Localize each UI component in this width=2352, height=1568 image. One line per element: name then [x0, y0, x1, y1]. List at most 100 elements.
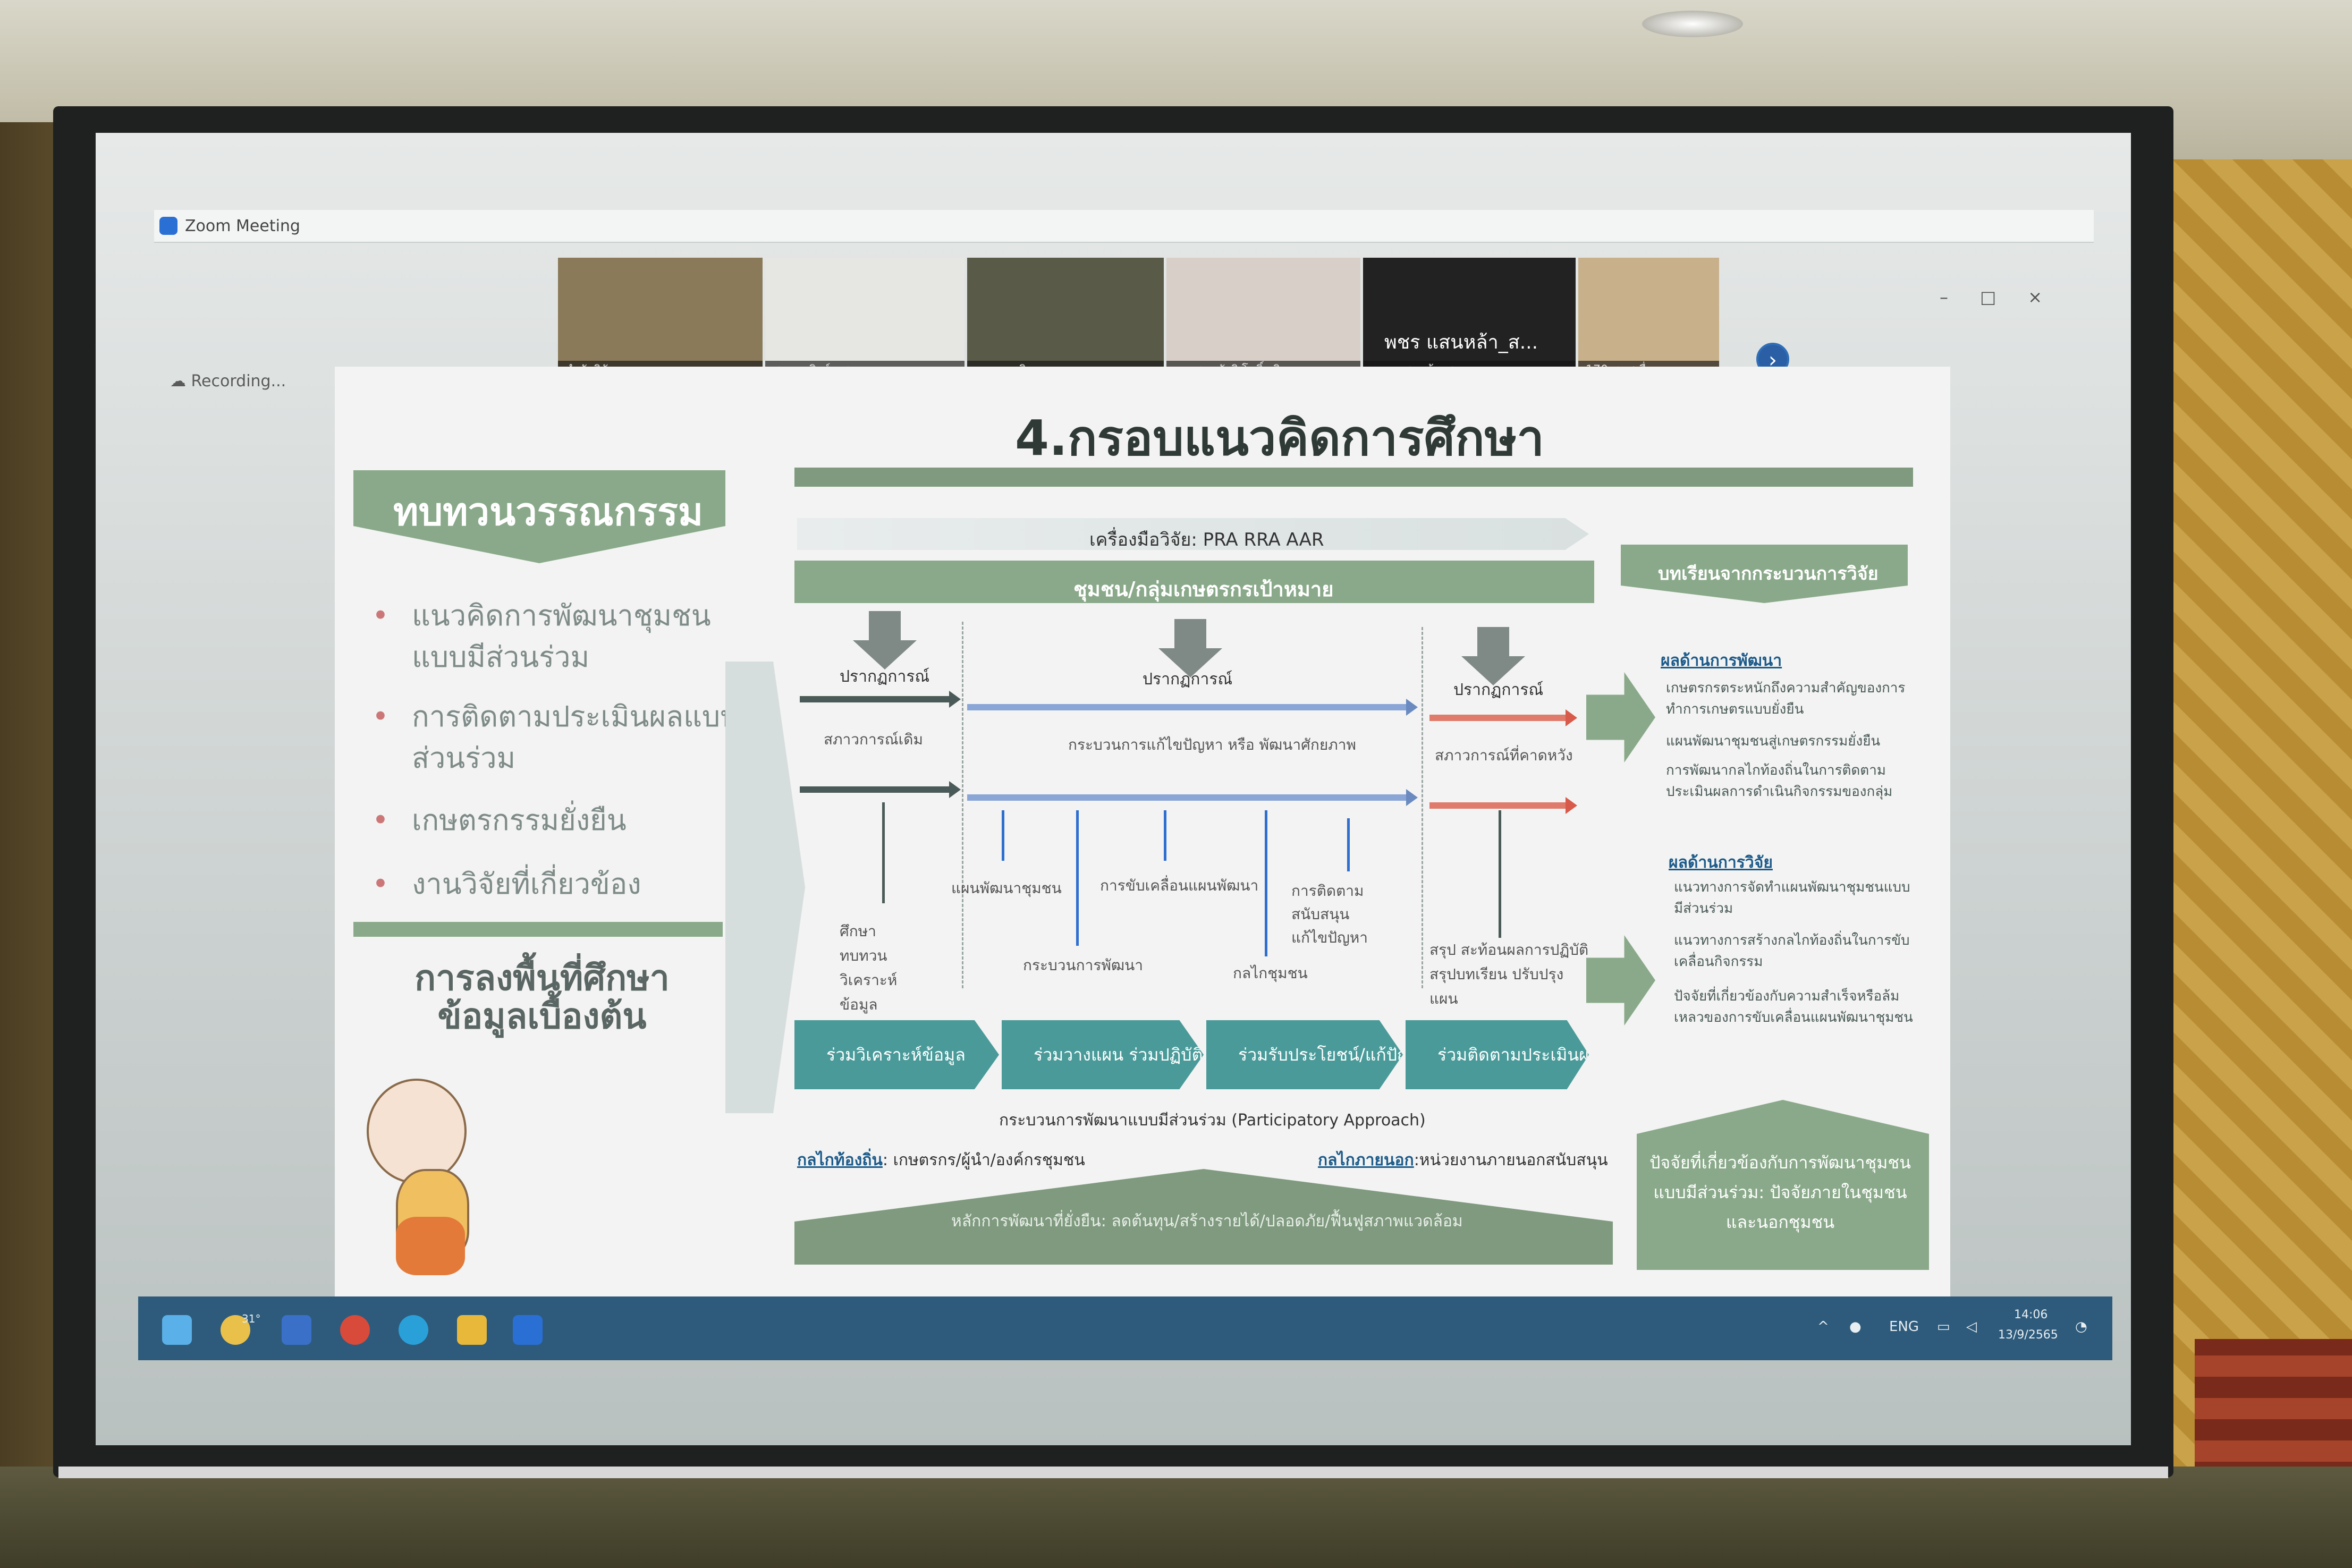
- participant-thumbnail[interactable]: ผชช. อาทิตยา: [967, 258, 1164, 380]
- weather-icon[interactable]: [221, 1315, 250, 1345]
- bullet-icon: •: [372, 599, 389, 632]
- title-underline-bar: [794, 468, 1913, 487]
- participant-thumbnail[interactable]: พชร แสนหล้า_ส... พชร แสนหล้า_ส.บ.ก.: [1363, 258, 1576, 380]
- chrome-icon[interactable]: [340, 1315, 370, 1345]
- language-indicator[interactable]: ENG: [1889, 1319, 1919, 1335]
- activity-label: กระบวนการพัฒนา: [1023, 956, 1143, 974]
- phenomenon-label: ปรากฏการณ์: [1143, 670, 1233, 689]
- zoom-window-title: Zoom Meeting: [185, 217, 300, 235]
- participation-step: ร่วมวางแผน ร่วมปฏิบัติ: [1002, 1020, 1204, 1089]
- weather-temp: 31°: [242, 1312, 261, 1325]
- internal-mechanism: กลไกท้องถิ่น: เกษตรกร/ผู้นำ/องค์กรชุมชน: [797, 1148, 1085, 1173]
- windows-start-icon[interactable]: [162, 1315, 192, 1345]
- factors-text: ปัจจัยที่เกี่ยวข้องกับการพัฒนาชุมชนแบบมี…: [1649, 1152, 1911, 1232]
- connector-line: [1076, 810, 1079, 946]
- zoom-app-icon[interactable]: [513, 1315, 543, 1345]
- participant-thumbnail[interactable]: 170.สนศ.ชื่นกมล: [1578, 258, 1719, 380]
- participation-step: ร่วมรับประโยชน์/แก้ปัญหา: [1206, 1020, 1403, 1089]
- factors-box: [1637, 1100, 1929, 1270]
- list-item: เกษตรกรตระหนักถึงความสำคัญของการทำการเกษ…: [1666, 680, 1906, 717]
- connector-line: [1499, 810, 1501, 938]
- activity-label: ศึกษา ทบทวน วิเคราะห์ข้อมูล: [840, 922, 898, 1013]
- clock-date[interactable]: 13/9/2565: [1998, 1328, 2058, 1342]
- edge-icon[interactable]: [399, 1315, 428, 1345]
- list-item: ปัจจัยที่เกี่ยวข้องกับความสำเร็จหรือล้มเ…: [1674, 988, 1913, 1025]
- right-wall-pattern: [2168, 159, 2352, 1568]
- phase-divider: [962, 622, 963, 988]
- zoom-taskbar-icon[interactable]: [282, 1315, 311, 1345]
- participatory-approach-label: กระบวนการพัฒนาแบบมีส่วนร่วม (Participato…: [999, 1111, 1426, 1130]
- connector-line: [1164, 810, 1166, 861]
- chevron-up-icon[interactable]: ^: [1817, 1319, 1829, 1335]
- field-study-heading: การลงพื้นที่ศึกษาข้อมูลเบื้องต้น: [414, 957, 670, 1037]
- arrow-line: [800, 691, 961, 708]
- slide-title: 4.กรอบแนวคิดการศึกษา: [1015, 410, 1545, 467]
- list-item-text: เกษตรกรรมยั่งยืน: [412, 803, 627, 837]
- list-item-text: การติดตามประเมินผลแบบมีส่วนร่วม: [412, 700, 758, 775]
- list-item: แนวทางการสร้างกลไกท้องถิ่นในการขับเคลื่อ…: [1674, 933, 1910, 970]
- recording-indicator: ☁ Recording...: [170, 372, 286, 391]
- research-tools-text: เครื่องมือวิจัย: PRA RRA AAR: [1089, 529, 1324, 550]
- activity-label: การขับเคลื่อนแผนพัฒนา: [1100, 877, 1259, 894]
- minimize-icon[interactable]: –: [1940, 287, 1980, 307]
- cloud-icon: ☁: [170, 372, 191, 391]
- development-results-heading: ผลด้านการพัฒนา: [1661, 651, 1782, 670]
- literature-review-heading: ทบทวนวรรณกรรม: [393, 489, 704, 534]
- close-icon[interactable]: ×: [2028, 287, 2075, 307]
- maximize-icon[interactable]: □: [1980, 287, 2028, 307]
- zoom-logo-icon: [159, 217, 177, 235]
- participation-step: ร่วมติดตามประเมินผล: [1406, 1020, 1589, 1089]
- folder-icon[interactable]: [457, 1315, 487, 1345]
- connector-line: [1347, 818, 1350, 871]
- arrow-line: [967, 699, 1418, 716]
- mascot-head: [367, 1079, 467, 1184]
- internal-mechanism-value: : เกษตรกร/ผู้นำ/องค์กรชุมชน: [882, 1151, 1085, 1169]
- section-divider: [353, 922, 723, 937]
- participation-step: ร่วมวิเคราะห์ข้อมูล: [794, 1020, 999, 1089]
- process-label: กระบวนการแก้ไขปัญหา หรือ พัฒนาศักยภาพ: [1068, 736, 1356, 753]
- participant-thumbnail[interactable]: นางสาวณัฐฐิ โพธิ์เจริญ: [1166, 258, 1360, 380]
- arrow-line: [967, 789, 1418, 806]
- list-item-text: แนวคิดการพัฒนาชุมชนแบบมีส่วนร่วม: [412, 599, 711, 674]
- bullet-icon: •: [372, 700, 389, 733]
- arrow-line: [1429, 797, 1577, 814]
- list-item: แผนพัฒนาชุมชนสู่เกษตรกรรมยั่งยืน: [1666, 733, 1881, 749]
- connector-line: [1002, 810, 1004, 861]
- zoom-title-bar[interactable]: [154, 210, 2094, 243]
- notification-icon[interactable]: ◔: [2075, 1319, 2087, 1335]
- target-community-text: ชุมชน/กลุ่มเกษตรกรเป้าหมาย: [1073, 578, 1334, 601]
- phenomenon-label: ปรากฏการณ์: [1453, 681, 1544, 699]
- participant-thumbnail[interactable]: ส.ผ.ก. ศิลส์ แสงหลวง: [765, 258, 965, 380]
- mascot-pants: [396, 1217, 465, 1275]
- external-mechanism-label: กลไกภายนอก: [1318, 1151, 1414, 1169]
- activity-label: การติดตาม สนับสนุน แก้ไขปัญหา: [1291, 882, 1368, 946]
- initial-state-label: สภาวการณ์เดิม: [824, 731, 923, 748]
- participant-thumbnail[interactable]: สำนักวิจัยฯ: [558, 258, 763, 380]
- chevron-right-icon: ›: [1769, 348, 1777, 372]
- speaker-icon[interactable]: ◁: [1966, 1319, 1977, 1335]
- microphone-icon[interactable]: ●: [1849, 1319, 1862, 1335]
- activity-label: กลไกชุมชน: [1233, 964, 1308, 982]
- internal-mechanism-label: กลไกท้องถิ่น: [797, 1151, 883, 1169]
- connector-line: [1265, 810, 1267, 956]
- target-community-bar: [794, 561, 1594, 603]
- phase-divider: [1422, 627, 1423, 988]
- clock-time[interactable]: 14:06: [2014, 1308, 2048, 1321]
- sustainable-principle-text: หลักการพัฒนาที่ยั่งยืน: ลดต้นทุน/สร้างรา…: [951, 1212, 1463, 1231]
- participant-big-name: พชร แสนหล้า_ส...: [1384, 332, 1538, 353]
- external-mechanism: กลไกภายนอก:หน่วยงานภายนอกสนับสนุน: [1318, 1148, 1608, 1173]
- list-item: การพัฒนากลไกท้องถิ่นในการติดตามประเมินผล…: [1666, 762, 1893, 800]
- research-tools-bar: [797, 518, 1589, 550]
- floor-area: [0, 1467, 2352, 1568]
- window-controls[interactable]: –□×: [1940, 287, 2074, 307]
- list-item-text: งานวิจัยที่เกี่ยวข้อง: [412, 867, 641, 901]
- lessons-heading: บทเรียนจากกระบวนการวิจัย: [1658, 563, 1879, 584]
- external-mechanism-value: :หน่วยงานภายนอกสนับสนุน: [1414, 1151, 1608, 1169]
- phenomenon-label: ปรากฏการณ์: [840, 667, 930, 686]
- activity-label: สรุป สะท้อนผลการปฏิบัติ สรุปบทเรียน ปรับ…: [1429, 941, 1589, 1007]
- connector-line: [882, 802, 885, 903]
- arrow-line: [1429, 709, 1577, 726]
- ceiling-light: [1642, 11, 1743, 37]
- projector-screen-bottom-bar: [58, 1467, 2168, 1478]
- monitor-icon[interactable]: ▭: [1937, 1319, 1950, 1335]
